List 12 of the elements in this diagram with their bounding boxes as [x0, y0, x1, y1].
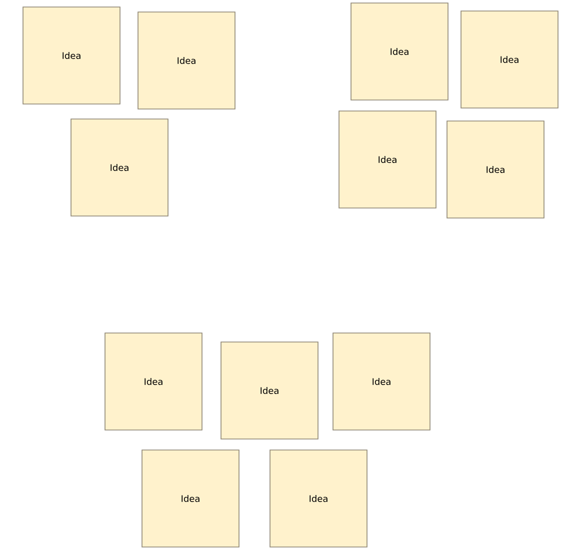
sticky-note: Idea [104, 332, 202, 430]
sticky-note: Idea [220, 342, 318, 440]
sticky-note: Idea [338, 110, 436, 208]
sticky-note: Idea [138, 12, 236, 110]
sticky-note: Idea [350, 2, 448, 100]
sticky-note: Idea [142, 450, 240, 548]
sticky-note: Idea [460, 10, 558, 108]
sticky-note: Idea [332, 332, 430, 430]
sticky-note: Idea [70, 118, 168, 216]
sticky-note: Idea [22, 6, 120, 104]
sticky-note: Idea [446, 120, 544, 218]
sticky-note: Idea [270, 450, 368, 548]
